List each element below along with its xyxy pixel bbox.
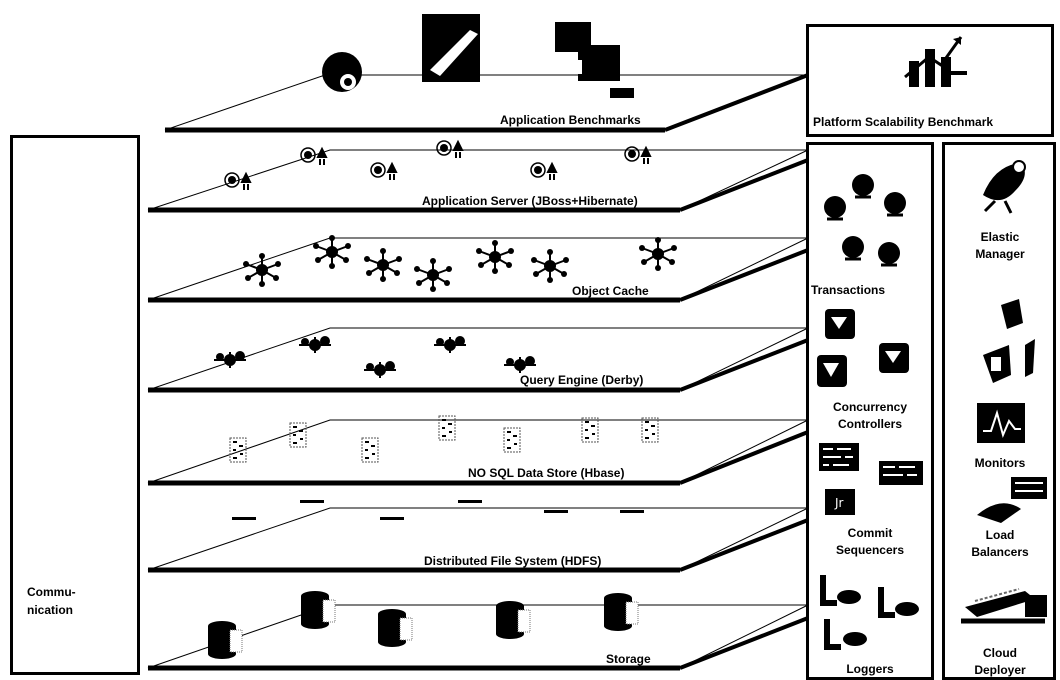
commit-label: Commit Sequencers <box>811 525 929 559</box>
load-balancers-label-line2: Balancers <box>947 544 1053 561</box>
concurrency-label-line1: Concurrency <box>811 399 929 416</box>
file-system-node-icon-1 <box>232 517 256 520</box>
storage-drum-icon-4 <box>496 601 530 639</box>
cache-node-icon-5 <box>476 240 514 274</box>
file-system-node-icon-5 <box>544 510 568 513</box>
loggers-label: Loggers <box>811 661 929 678</box>
layer-label-app-server: Application Server (JBoss+Hibernate) <box>422 194 638 208</box>
app-server-node-icon-1 <box>225 173 250 190</box>
transaction-components-panel: Transactions Concurrency Controllers Jr … <box>806 142 934 680</box>
cloud-deployer-icon <box>955 577 1055 629</box>
layer-label-storage: Storage <box>606 652 651 666</box>
query-engine-node-icon-4 <box>434 336 466 353</box>
concurrency-label: Concurrency Controllers <box>811 399 929 433</box>
layer-label-app-benchmarks: Application Benchmarks <box>500 113 641 127</box>
concurrency-controller-icon-group <box>817 305 927 395</box>
layer-label-data-store: NO SQL Data Store (Hbase) <box>468 466 624 480</box>
elastic-manager-label-line2: Manager <box>947 246 1053 263</box>
monitor-icon <box>975 401 1029 449</box>
layer-plane-query-engine <box>148 328 808 390</box>
transactions-label: Transactions <box>811 283 885 297</box>
elastic-manager-icon <box>975 155 1039 215</box>
app-server-node-icon-5 <box>531 163 556 180</box>
svg-text:Jr: Jr <box>834 496 844 510</box>
monitors-label: Monitors <box>947 455 1053 472</box>
load-balancers-label: Load Balancers <box>947 527 1053 561</box>
cache-node-icon-3 <box>364 248 402 282</box>
logger-icon-group <box>815 569 931 655</box>
cache-node-icon-6 <box>531 249 569 283</box>
communication-label-line2: nication <box>27 601 76 619</box>
layer-plane-storage <box>148 605 808 668</box>
growth-chart-icon <box>901 31 973 91</box>
elastic-manager-label: Elastic Manager <box>947 229 1053 263</box>
query-engine-node-icon-5 <box>504 356 536 373</box>
query-engine-node-icon-2 <box>299 336 331 353</box>
storage-drum-icon-5 <box>604 593 638 631</box>
cache-node-icon-2 <box>313 235 351 269</box>
cache-node-icon-4 <box>414 258 452 292</box>
layer-label-file-system: Distributed File System (HDFS) <box>424 554 601 568</box>
storage-drum-icon-2 <box>301 591 335 629</box>
query-engine-node-icon-3 <box>364 361 396 378</box>
file-system-node-icon-6 <box>620 510 644 513</box>
file-system-node-icon-4 <box>458 500 482 503</box>
layer-plane-object-cache <box>148 238 808 300</box>
platform-scalability-label: Platform Scalability Benchmark <box>813 115 993 129</box>
platform-scalability-panel: Platform Scalability Benchmark <box>806 24 1054 137</box>
cloud-deployer-label: Cloud Deployer <box>947 645 1053 679</box>
elastic-manager-label-line1: Elastic <box>947 229 1053 246</box>
elastic-component-icon <box>963 297 1049 389</box>
benchmark-app-icon-1 <box>322 52 362 92</box>
storage-drum-icon-3 <box>378 609 412 647</box>
communication-label: Commu- nication <box>27 583 76 619</box>
cache-node-icon-1 <box>243 253 281 287</box>
communication-label-line1: Commu- <box>27 583 76 601</box>
load-balancers-label-line1: Load <box>947 527 1053 544</box>
cache-node-icon-7 <box>639 237 677 271</box>
file-system-node-icon-2 <box>300 500 324 503</box>
layer-plane-app-benchmarks <box>165 75 808 130</box>
data-store-node-icon-2 <box>290 423 306 447</box>
storage-drum-icon-1 <box>208 621 242 659</box>
cloud-deployer-label-line2: Deployer <box>947 662 1053 679</box>
communication-panel: Commu- nication <box>10 135 140 675</box>
file-system-node-icon-3 <box>380 517 404 520</box>
cloud-management-panel: Elastic Manager Monitors Load Balancers … <box>942 142 1056 680</box>
app-server-node-icon-3 <box>371 163 396 180</box>
data-store-node-icon-3 <box>362 438 378 462</box>
benchmark-app-icon-3 <box>555 22 634 98</box>
commit-label-line2: Sequencers <box>811 542 929 559</box>
data-store-node-icon-7 <box>642 418 658 442</box>
layer-label-query-engine: Query Engine (Derby) <box>520 373 643 387</box>
concurrency-label-line2: Controllers <box>811 416 929 433</box>
benchmark-app-icon-2 <box>422 14 480 82</box>
cloud-deployer-label-line1: Cloud <box>947 645 1053 662</box>
data-store-node-icon-6 <box>582 418 598 442</box>
commit-sequencer-icon-group: Jr <box>815 441 931 521</box>
load-balancer-icon <box>971 475 1051 527</box>
app-server-node-icon-2 <box>301 148 326 165</box>
layer-label-object-cache: Object Cache <box>572 284 649 298</box>
data-store-node-icon-5 <box>504 428 520 452</box>
commit-label-line1: Commit <box>811 525 929 542</box>
transaction-icon-group <box>815 163 925 275</box>
